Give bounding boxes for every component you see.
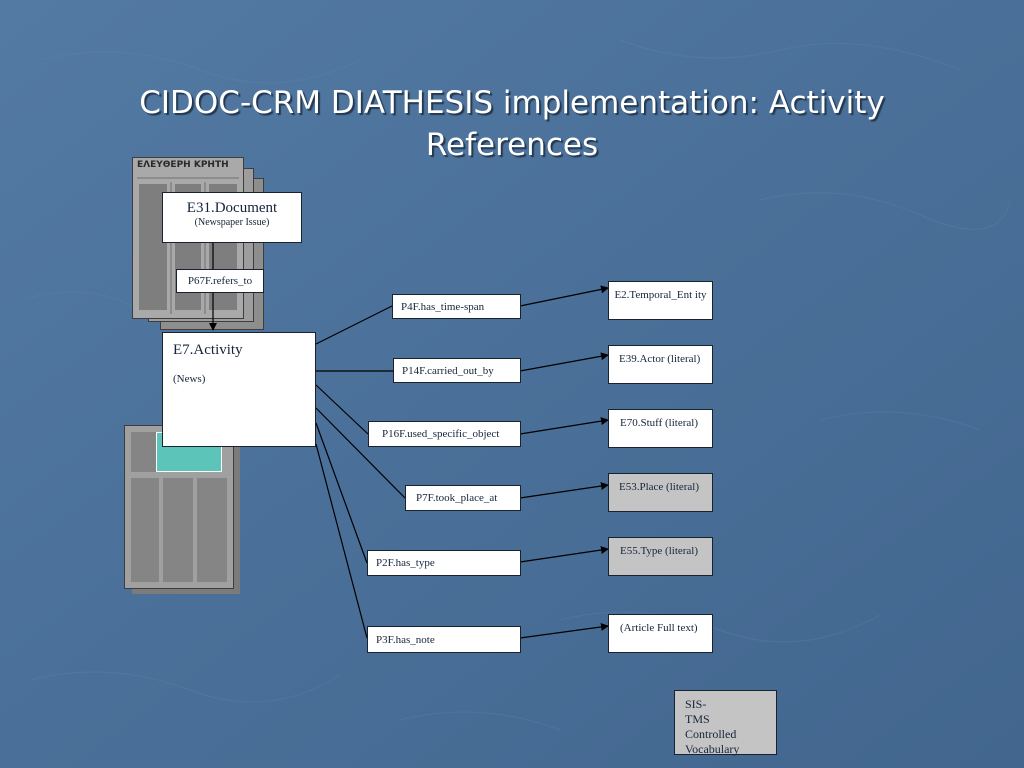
target-type: E55.Type (literal) xyxy=(608,537,713,576)
activity-node-label: E7.Activity xyxy=(173,342,243,358)
target-article-full-text: (Article Full text) xyxy=(608,614,713,653)
property-label: P14F.carried_out_by xyxy=(402,364,494,377)
property-has-note: P3F.has_note xyxy=(367,626,521,653)
title-line-1: CIDOC-CRM DIATHESIS implementation: Acti… xyxy=(139,85,885,121)
target-actor: E39.Actor (literal) xyxy=(608,345,713,384)
property-has-time-span: P4F.has_time-span xyxy=(392,294,521,319)
activity-node-subtitle: (News) xyxy=(173,373,206,385)
slide-title: CIDOC-CRM DIATHESIS implementation: Acti… xyxy=(0,82,1024,166)
target-label: (Article Full text) xyxy=(620,622,698,634)
document-node: E31.Document (Newspaper Issue) xyxy=(162,192,302,243)
property-label: P16F.used_specific_object xyxy=(382,428,500,440)
property-label: P3F.has_note xyxy=(376,633,435,646)
property-took-place-at: P7F.took_place_at xyxy=(405,485,521,511)
article-page-text xyxy=(131,432,227,582)
property-label: P7F.took_place_at xyxy=(416,492,498,504)
property-carried-out-by: P14F.carried_out_by xyxy=(393,358,521,383)
target-label: E39.Actor (literal) xyxy=(619,353,701,365)
newspaper-masthead: ΕΛΕΥΘΕΡΗ ΚΡΗΤΗ xyxy=(137,160,229,170)
title-line-2: References xyxy=(425,127,599,163)
target-label: E2.Temporal_Ent ity xyxy=(614,289,707,301)
target-label: E70.Stuff (literal) xyxy=(620,417,698,429)
target-label: E53.Place (literal) xyxy=(619,481,700,493)
target-stuff: E70.Stuff (literal) xyxy=(608,409,713,448)
document-node-subtitle: (Newspaper Issue) xyxy=(194,217,270,228)
property-label: P4F.has_time-span xyxy=(401,300,485,313)
target-temporal-entity: E2.Temporal_Ent ity xyxy=(608,281,713,320)
property-label: P2F.has_type xyxy=(376,557,435,569)
activity-node: E7.Activity (News) xyxy=(162,332,316,447)
refers-to-property: P67F.refers_to xyxy=(176,269,264,293)
property-has-type: P2F.has_type xyxy=(367,550,521,576)
property-used-specific-object: P16F.used_specific_object xyxy=(368,421,521,447)
controlled-vocabulary-note: SIS-TMS Controlled Vocabulary xyxy=(674,690,777,756)
refers-to-label: P67F.refers_to xyxy=(187,275,253,287)
target-label: E55.Type (literal) xyxy=(620,545,699,557)
vocabulary-note-label: SIS-TMS Controlled Vocabulary xyxy=(685,697,740,756)
target-place: E53.Place (literal) xyxy=(608,473,713,512)
document-node-label: E31.Document xyxy=(186,200,278,216)
